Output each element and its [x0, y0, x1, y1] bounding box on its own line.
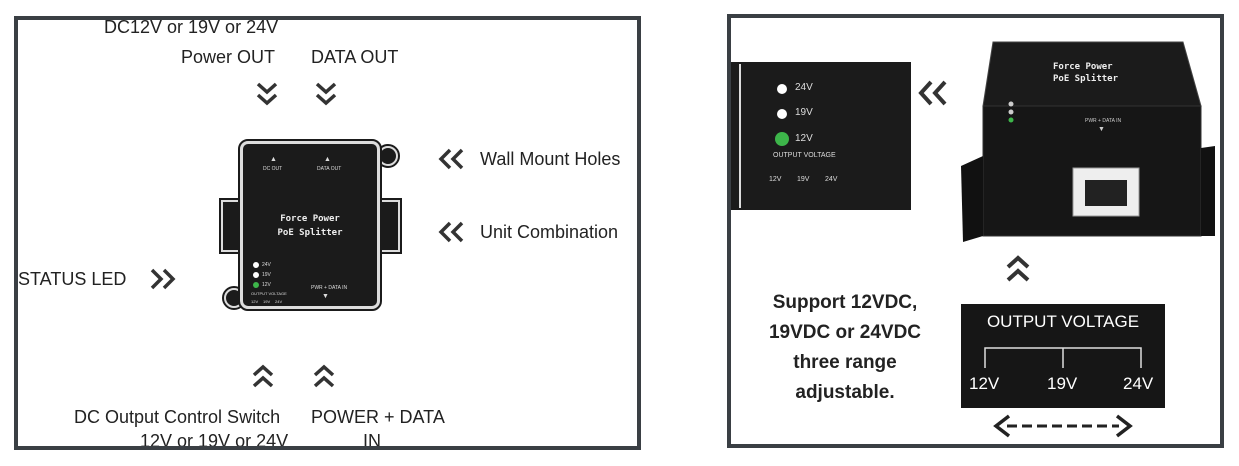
device-brand: Force Power	[1053, 62, 1113, 72]
in-label: IN	[363, 431, 381, 450]
data-out-label: DATA OUT	[311, 47, 399, 67]
device-brand: Force Power	[280, 214, 340, 224]
output-voltage-label: OUTPUT VOLTAGE	[251, 291, 287, 296]
status-led-label: STATUS LED	[18, 269, 127, 289]
output-voltage-title: OUTPUT VOLTAGE	[986, 312, 1140, 331]
device-model: PoE Splitter	[1053, 74, 1119, 84]
device-model: PoE Splitter	[277, 228, 343, 238]
down-triangle-icon: ▼	[322, 293, 329, 300]
poe-splitter-device-3d: Force Power PoE Splitter PWR + DATA IN ▼	[953, 36, 1215, 248]
switch-24v-label: 24V	[825, 176, 838, 183]
led-12v	[775, 132, 789, 146]
wall-mount-holes-label: Wall Mount Holes	[480, 149, 621, 169]
right-panel: 24V 19V 12V OUTPUT VOLTAGE 12V 19V 24V F…	[727, 14, 1224, 448]
led-zoom-inset: 24V 19V 12V OUTPUT VOLTAGE 12V 19V 24V	[731, 62, 911, 210]
led-19v-label: 19V	[795, 107, 813, 118]
switch-24v-label: 24V	[275, 299, 283, 304]
dc-out-port-label: DC OUT	[263, 166, 283, 172]
led-24v-label: 24V	[262, 262, 271, 268]
support-text-line-4: adjustable.	[795, 382, 895, 403]
support-text-line-1: Support 12VDC,	[772, 292, 918, 313]
led-24v	[253, 262, 259, 268]
chevron-down-icon	[256, 82, 278, 113]
wall-mount-hole	[376, 144, 400, 168]
switch-bracket	[984, 347, 1142, 368]
power-data-label: POWER + DATA	[311, 407, 445, 427]
poe-splitter-device: DC OUT DATA OUT ▲ ▲ Force Power PoE Spli…	[238, 139, 382, 311]
dc-voltage-label: DC12V or 19V or 24V	[104, 17, 279, 37]
chevron-up-icon	[252, 364, 274, 395]
output-voltage-switch-box: OUTPUT VOLTAGE 12V 19V 24V	[961, 304, 1165, 408]
double-chevron-left-icon	[438, 221, 466, 248]
down-triangle-icon: ▼	[1098, 126, 1105, 133]
led-12v	[253, 282, 259, 288]
switch-19v-label: 19V	[263, 299, 271, 304]
double-chevron-left-icon	[438, 148, 466, 175]
data-out-port-label: DATA OUT	[317, 166, 342, 172]
dc-output-control-switch-label: DC Output Control Switch	[74, 407, 281, 427]
led-24v	[777, 84, 787, 94]
led-24v-label: 24V	[795, 82, 813, 93]
double-chevron-left-icon	[917, 80, 949, 111]
left-panel: DC12V or 19V or 24V Power OUT DATA OUT D…	[14, 16, 641, 450]
chevron-up-icon	[313, 364, 335, 395]
led-12v-label: 12V	[262, 282, 271, 288]
led-19v	[253, 272, 259, 278]
led-19v	[777, 109, 787, 119]
led-12v-label: 12V	[795, 133, 813, 144]
support-text-line-3: three range	[793, 352, 897, 373]
bidirectional-arrow-icon	[993, 414, 1133, 443]
switch-19v-label: 19V	[1047, 374, 1078, 393]
unit-combination-label: Unit Combination	[480, 222, 619, 242]
led-19v-label: 19V	[262, 272, 271, 278]
switch-12v-label: 12V	[769, 176, 782, 183]
up-triangle-icon: ▲	[324, 156, 331, 163]
chevron-up-icon	[1005, 254, 1031, 289]
pwr-data-in-label: PWR + DATA IN	[311, 285, 348, 291]
switch-voltage-label: 12V or 19V or 24V	[140, 431, 289, 450]
power-out-label: Power OUT	[181, 47, 276, 67]
output-voltage-label: OUTPUT VOLTAGE	[773, 152, 836, 159]
switch-24v-label: 24V	[1123, 374, 1154, 393]
switch-19v-label: 19V	[797, 176, 810, 183]
inset-edge	[739, 64, 741, 208]
chevron-down-icon	[315, 82, 337, 113]
double-chevron-right-icon	[148, 268, 176, 295]
pwr-data-in-label: PWR + DATA IN	[1085, 118, 1122, 124]
switch-12v-label: 12V	[969, 374, 1000, 393]
switch-12v-label: 12V	[251, 299, 259, 304]
up-triangle-icon: ▲	[270, 156, 277, 163]
support-text-line-2: 19VDC or 24VDC	[768, 322, 922, 343]
